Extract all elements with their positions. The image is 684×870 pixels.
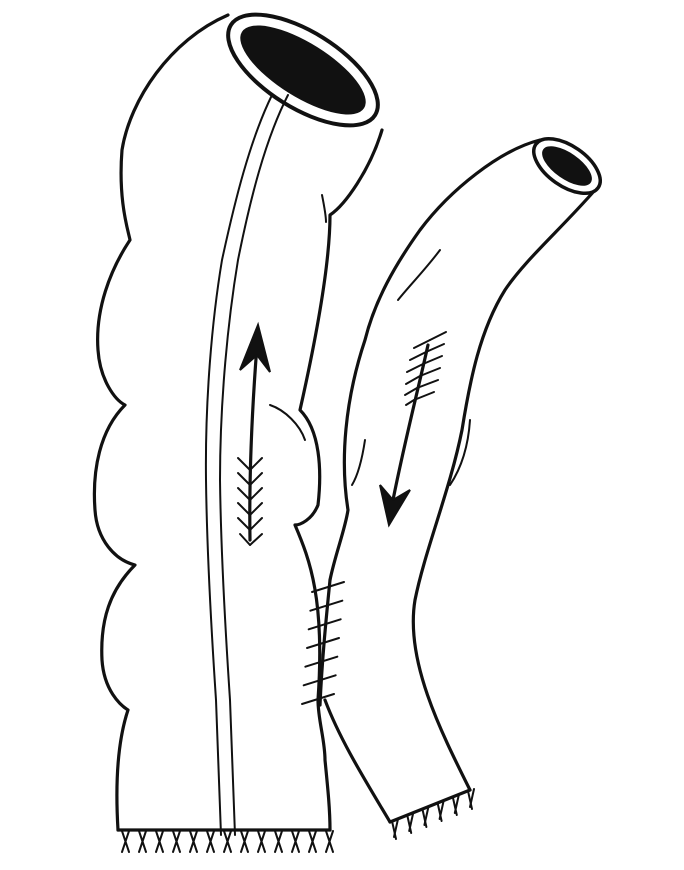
fringe-strand bbox=[440, 801, 444, 819]
small-vessel-contour-3 bbox=[450, 420, 470, 485]
fringe-strand bbox=[455, 795, 459, 813]
large-vessel-contour-1 bbox=[322, 195, 326, 222]
small-vessel-flow-arrow bbox=[380, 332, 446, 525]
small-vessel bbox=[325, 128, 610, 839]
small-vessel-arrow-shaft bbox=[393, 345, 428, 500]
anastomosis-sutures bbox=[302, 580, 344, 705]
small-vessel-fringe bbox=[392, 789, 474, 839]
small-vessel-contour-2 bbox=[352, 440, 365, 485]
small-vessel-arrow-feather-icon bbox=[405, 332, 446, 405]
fringe-strand bbox=[470, 789, 474, 807]
small-vessel-lower-left-outline bbox=[325, 700, 390, 822]
large-vessel-fringe bbox=[122, 831, 333, 852]
large-vessel-flow-arrow bbox=[238, 325, 270, 545]
large-vessel-left-outline bbox=[94, 15, 228, 830]
small-vessel-contour-1 bbox=[398, 250, 440, 300]
large-vessel-right-outline bbox=[295, 130, 382, 830]
large-vessel-seam-left bbox=[206, 95, 272, 835]
small-vessel-right-outline bbox=[413, 190, 595, 790]
